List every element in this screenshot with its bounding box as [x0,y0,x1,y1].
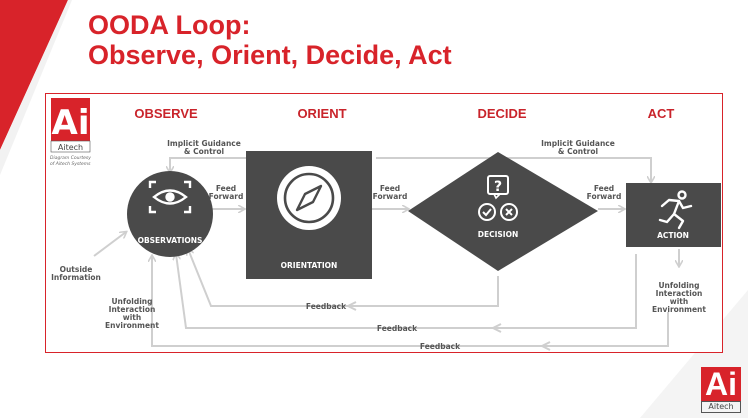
feed-forward-1-line-2: Forward [209,192,244,201]
unfolding-right-4: Environment [652,305,706,314]
svg-text:?: ? [494,179,502,195]
feed-forward-3-line-2: Forward [587,192,622,201]
logo-mark: Ai [52,103,90,143]
decision-question-icon: ? [478,175,518,221]
orientation-node: ORIENTATION [246,151,372,279]
header-decide: DECIDE [477,106,526,121]
unfolding-left-3: with [123,313,141,322]
corner-logo: Ai Aitech [701,367,741,413]
feedback-loop-1 [188,249,499,307]
ooda-diagram-frame: Ai Aitech Diagram Courtesy of Aitech Sys… [45,93,723,353]
eye-focus-icon [148,180,192,214]
feedback-chevron-1 [345,301,357,311]
slide-title: OODA Loop: Observe, Orient, Decide, Act [88,10,452,70]
feedback-chevron-2 [490,323,502,333]
running-person-icon [658,190,693,230]
header-act: ACT [648,106,675,121]
ooda-diagram: Ai Aitech Diagram Courtesy of Aitech Sys… [50,98,721,351]
compass-icon [283,172,335,224]
logo-courtesy-2: of Aitech Systems [50,161,91,167]
action-label: ACTION [657,231,689,240]
feed-forward-3-line-1: Feed [594,184,614,193]
outside-information-2: Information [51,273,101,282]
header-orient: ORIENT [297,106,346,121]
implicit-guidance-right-1: Implicit Guidance [541,139,615,148]
implicit-guidance-arrow-left [170,157,246,172]
feedback-label-1: Feedback [306,302,347,311]
unfolding-right-1: Unfolding [658,281,699,290]
decision-node: ? DECISION [408,152,598,271]
unfolding-right-3: with [670,297,688,306]
feedback-loop-3 [152,256,669,347]
title-line-2: Observe, Orient, Decide, Act [88,40,452,70]
feedback-loop-2 [176,254,637,329]
unfolding-right-2: Interaction [656,289,703,298]
logo-name: Aitech [58,143,83,152]
title-line-1: OODA Loop: [88,10,251,40]
unfolding-left-1: Unfolding [111,297,152,306]
action-node: ACTION [626,183,721,247]
corner-logo-mark: Ai [701,367,741,401]
feed-forward-1-line-1: Feed [216,184,236,193]
logo-courtesy-1: Diagram Courtesy [50,155,91,161]
aitech-logo: Ai Aitech Diagram Courtesy of Aitech Sys… [50,98,91,167]
orientation-label: ORIENTATION [281,261,338,270]
unfolding-left-2: Interaction [109,305,156,314]
outside-information-1: Outside [60,265,93,274]
implicit-guidance-left-2: & Control [184,147,224,156]
implicit-guidance-arrow-right [376,157,651,182]
implicit-guidance-left-1: Implicit Guidance [167,139,241,148]
feed-forward-2-line-2: Forward [373,192,408,201]
unfolding-left-4: Environment [105,321,159,330]
observations-label: OBSERVATIONS [138,236,203,245]
feedback-chevron-3 [539,341,551,351]
implicit-guidance-right-2: & Control [558,147,598,156]
feedback-label-2: Feedback [377,324,418,333]
decision-label: DECISION [478,230,519,239]
observations-node: OBSERVATIONS [127,171,213,257]
header-observe: OBSERVE [134,106,198,121]
outside-information-arrow [93,232,126,257]
corner-logo-name: Aitech [701,401,741,413]
feed-forward-2-line-1: Feed [380,184,400,193]
feedback-label-3: Feedback [420,342,461,351]
